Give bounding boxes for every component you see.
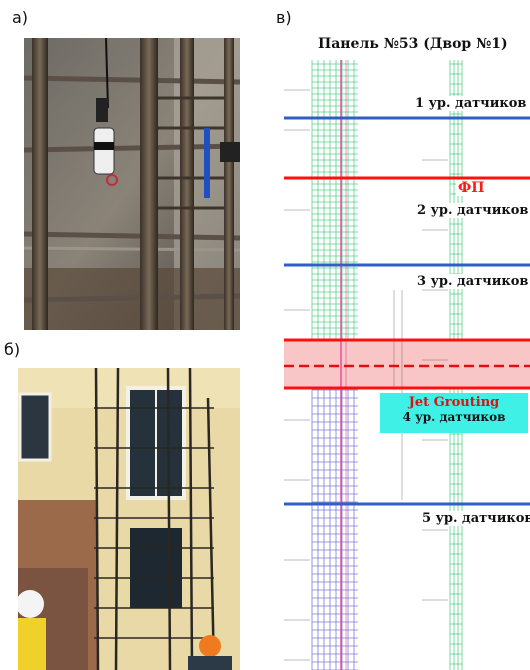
label-a: а) xyxy=(12,8,29,27)
label-v: в) xyxy=(276,8,292,27)
level-1-label: 1 ур. датчиков xyxy=(413,96,529,111)
drawing-panel xyxy=(262,60,530,670)
jet-grouting-box: Jet Grouting 4 ур. датчиков xyxy=(380,393,528,433)
fp-label: ФП xyxy=(456,180,487,196)
level-3-label: 3 ур. датчиков xyxy=(415,274,530,289)
drawing-title: Панель №53 (Двор №1) xyxy=(318,36,508,52)
jet-grouting-label: Jet Grouting xyxy=(408,395,500,410)
level-5-label: 5 ур. датчиков xyxy=(420,511,530,526)
level-2-label: 2 ур. датчиков xyxy=(415,203,530,218)
label-b: б) xyxy=(4,340,21,359)
photo-rebar-sensor xyxy=(24,38,240,330)
photo-facade-rebar xyxy=(18,368,240,670)
jet-grouting-band xyxy=(284,340,530,388)
level-4-label: 4 ур. датчиков xyxy=(402,410,506,424)
